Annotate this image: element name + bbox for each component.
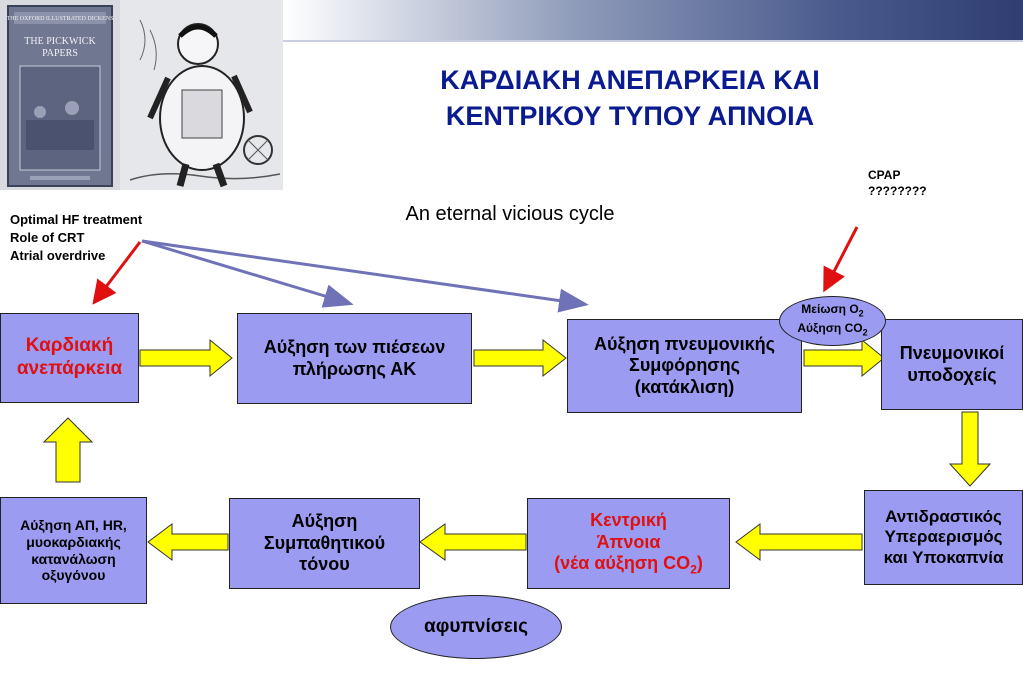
pulmonary-congestion-line3: (κατάκλιση) — [634, 376, 735, 397]
gas-line2: Αύξηση CO2 — [797, 321, 867, 340]
pulmonary-congestion-line1: Αύξηση πνευμονικής — [593, 333, 776, 354]
ellipse-blood-gases: Μείωση Ο2 Αύξηση CO2 — [779, 296, 886, 346]
central-apnea-line3: (νέα αύξηση CO2) — [554, 553, 703, 577]
pickwick-illustration — [120, 0, 283, 190]
pulmonary-receptors-line1: Πνευμονικοί — [899, 342, 1005, 363]
red-pointer-heart-failure — [92, 241, 142, 305]
gas-line1-text: Μείωση Ο — [801, 301, 859, 316]
box-central-apnea: Κεντρική Άπνοια (νέα αύξηση CO2) — [527, 498, 730, 589]
arrow-bp-to-heart-failure — [42, 417, 94, 483]
header-gradient-bar — [283, 0, 1023, 40]
note-crt: Role of CRT — [10, 230, 85, 245]
treatment-notes: Optimal HF treatment Role of CRT Atrial … — [10, 211, 142, 265]
arrow-apnea-to-sympathetic — [419, 523, 527, 561]
book-cover-illustration: THE OXFORD ILLUSTRATED DICKENS THE PICKW… — [0, 0, 120, 190]
heart-failure-line2: ανεπάρκεια — [16, 358, 123, 379]
book-series-text: THE OXFORD ILLUSTRATED DICKENS — [7, 16, 114, 22]
central-apnea-line1: Κεντρική — [590, 509, 667, 530]
filling-pressure-line2: πλήρωσης ΑΚ — [292, 358, 417, 379]
note-atrial-overdrive: Atrial overdrive — [10, 248, 106, 263]
header-divider — [283, 40, 1023, 42]
pointer-filling-pressure — [141, 239, 354, 308]
central-apnea-line3-text: (νέα αύξηση CO — [554, 553, 691, 574]
arrow-congestion-to-receptors — [803, 338, 885, 378]
gas-line1: Μείωση Ο2 — [797, 302, 867, 321]
book-title-line1: THE PICKWICK — [24, 36, 96, 47]
bp-hr-line1: Αύξηση ΑΠ, HR, — [20, 516, 127, 533]
hyperventilation-line3: και Υποκαπνία — [883, 547, 1004, 567]
sympathetic-line1: Αύξηση — [291, 511, 358, 532]
box-pulmonary-receptors: Πνευμονικοί υποδοχείς — [881, 319, 1023, 410]
gas-line1-sub: 2 — [858, 308, 864, 318]
central-apnea-line3-end: ) — [696, 553, 703, 574]
red-pointer-cpap — [823, 226, 859, 293]
arrow-sympathetic-to-bp — [147, 523, 229, 561]
box-heart-failure: Καρδιακή ανεπάρκεια — [0, 313, 139, 403]
pulmonary-congestion-line2: Συμφόρησης — [629, 355, 740, 376]
arrow-receptors-to-hyperventilation — [948, 411, 992, 487]
arrow-hf-to-pressure — [139, 338, 233, 378]
pulmonary-receptors-line2: υποδοχείς — [907, 364, 997, 385]
hyperventilation-line2: Υπεραερισμός — [884, 527, 1003, 547]
cpap-question: ???????? — [868, 184, 927, 198]
box-hyperventilation: Αντιδραστικός Υπεραερισμός και Υποκαπνία — [864, 490, 1023, 585]
filling-pressure-line1: Αύξηση των πιέσεων — [263, 336, 446, 357]
bp-hr-line2: μυοκαρδιακής — [26, 533, 121, 550]
cpap-note: CPAP ???????? — [868, 167, 927, 199]
arousals-label: αφυπνίσεις — [424, 616, 528, 637]
box-filling-pressure: Αύξηση των πιέσεων πλήρωσης ΑΚ — [237, 313, 472, 404]
box-pulmonary-congestion: Αύξηση πνευμονικής Συμφόρησης (κατάκλιση… — [567, 319, 802, 413]
book-title-line2: PAPERS — [42, 48, 78, 59]
book-cover-image: THE OXFORD ILLUSTRATED DICKENS THE PICKW… — [0, 0, 120, 190]
pointer-pulmonary-congestion — [141, 239, 589, 313]
gas-line2-text: Αύξηση CO — [797, 321, 863, 335]
title-line-2: ΚΕΝΤΡΙΚΟΥ ΤΥΠΟΥ ΑΠΝΟΙΑ — [445, 101, 815, 131]
heart-failure-line1: Καρδιακή — [25, 335, 114, 357]
bp-hr-line3: κατανάλωση — [31, 550, 116, 567]
cpap-label: CPAP — [868, 168, 901, 182]
hyperventilation-line1: Αντιδραστικός — [885, 506, 1002, 526]
box-bp-hr-oxygen: Αύξηση ΑΠ, HR, μυοκαρδιακής κατανάλωση ο… — [0, 497, 147, 604]
sympathetic-line2: Συμπαθητικού — [263, 532, 386, 553]
gas-line2-sub: 2 — [862, 327, 868, 338]
title-line-1: ΚΑΡΔΙΑΚΗ ΑΝΕΠΑΡΚΕΙΑ ΚΑΙ — [440, 65, 820, 95]
arrow-pressure-to-congestion — [473, 338, 567, 378]
box-sympathetic-tone: Αύξηση Συμπαθητικού τόνου — [229, 498, 420, 589]
page-title: ΚΑΡΔΙΑΚΗ ΑΝΕΠΑΡΚΕΙΑ ΚΑΙ ΚΕΝΤΡΙΚΟΥ ΤΥΠΟΥ … — [330, 62, 930, 134]
pickwick-engraving — [120, 0, 283, 190]
sympathetic-line3: τόνου — [299, 554, 350, 575]
note-hf-treatment: Optimal HF treatment — [10, 212, 143, 227]
diagram-subtitle: An eternal vicious cycle — [405, 203, 615, 225]
ellipse-arousals: αφυπνίσεις — [390, 595, 562, 659]
central-apnea-line3-sub: 2 — [690, 562, 697, 577]
bp-hr-line4: οξυγόνου — [41, 567, 106, 584]
arrow-hyperventilation-to-apnea — [735, 523, 863, 561]
central-apnea-line2: Άπνοια — [596, 531, 661, 552]
